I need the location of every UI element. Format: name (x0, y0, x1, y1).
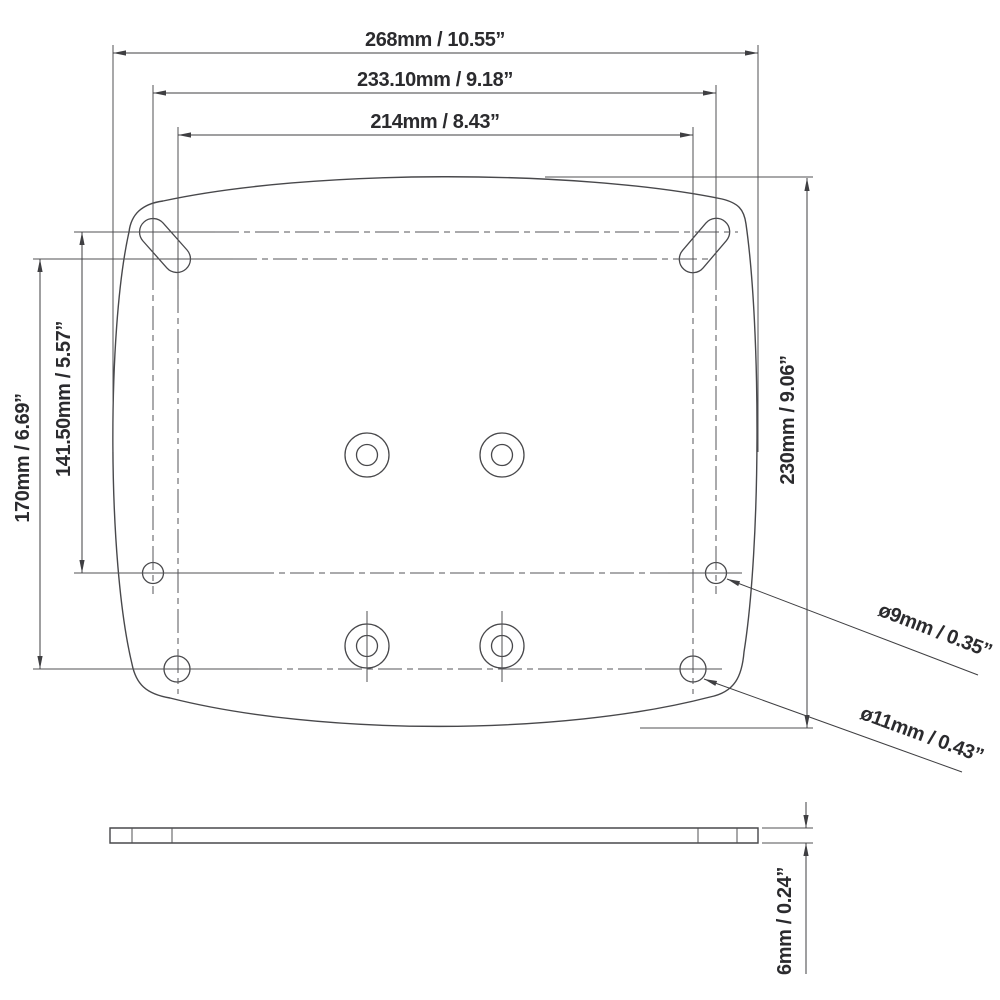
boss-top-right (479, 432, 525, 478)
leader-9mm (726, 578, 979, 676)
center-boss-holes (344, 432, 525, 682)
dim-label-left-inner-height: 141.50mm / 5.57” (53, 321, 75, 477)
slot-hole-top-right (678, 217, 731, 274)
dim-label-outer-width: 268mm / 10.55” (365, 29, 505, 51)
extension-lines (112, 45, 813, 729)
dim-label-left-outer-height: 170mm / 6.69” (12, 393, 34, 522)
plate-outline (112, 176, 758, 728)
dim-label-lower-span: 214mm / 8.43” (370, 111, 499, 133)
leader-11mm (703, 678, 963, 773)
boss-top-left (344, 432, 390, 478)
slot-hole-top-left (138, 217, 192, 274)
dimension-lines (37, 50, 810, 728)
centerlines (33, 231, 742, 694)
callout-label-9mm-hole: ø9mm / 0.35” (875, 599, 995, 662)
top-view: 268mm / 10.55” 233.10mm / 9.18” 214mm / … (12, 29, 995, 773)
dim-label-thickness: 6mm / 0.24” (774, 867, 796, 975)
side-view: 6mm / 0.24” (109, 802, 813, 975)
plate-side-profile (109, 827, 759, 844)
dim-label-upper-span: 233.10mm / 9.18” (357, 69, 513, 91)
leader-lines (703, 578, 979, 773)
dim-label-right-height: 230mm / 9.06” (777, 355, 799, 484)
